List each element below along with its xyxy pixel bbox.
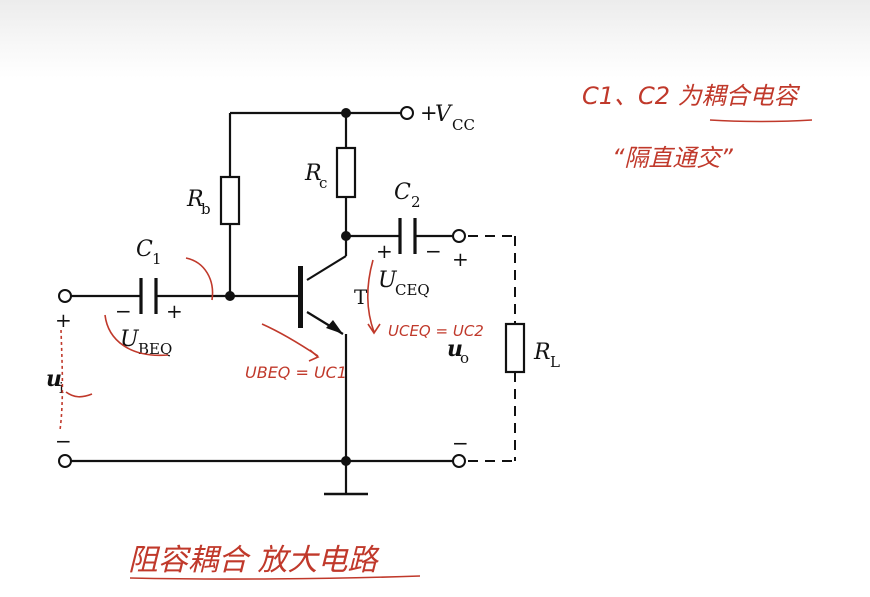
terminals bbox=[58, 106, 466, 468]
c2-minus-sign: − bbox=[425, 239, 442, 263]
transistor-label: T bbox=[354, 285, 368, 309]
c2-plus-sign: + bbox=[376, 239, 393, 263]
rb-subscript: b bbox=[201, 200, 211, 218]
c1-minus-sign: − bbox=[115, 299, 132, 323]
c2-subscript: 2 bbox=[411, 193, 421, 211]
ui-label: u bbox=[46, 366, 62, 392]
c1-label: C bbox=[136, 237, 153, 262]
vcc-terminal bbox=[400, 106, 414, 120]
junction-dot bbox=[341, 456, 351, 466]
capacitor-c1 bbox=[139, 278, 158, 314]
ui-minus-sign: − bbox=[55, 429, 72, 453]
rl-label: R bbox=[533, 340, 551, 365]
output-terminal-bottom bbox=[452, 454, 466, 468]
ui-plus-sign: + bbox=[55, 308, 72, 332]
top-gradient-band bbox=[0, 0, 870, 78]
input-terminal-bottom bbox=[58, 454, 72, 468]
junction-dot bbox=[341, 231, 351, 241]
vcc-subscript: CC bbox=[452, 116, 475, 134]
capacitor-c2 bbox=[398, 218, 417, 254]
load-dashed-wires bbox=[468, 235, 516, 462]
ubeq-equals-uc1-note: UBEQ = UC1 bbox=[245, 363, 347, 382]
resistor-rc bbox=[335, 146, 357, 199]
ui-subscript: i bbox=[59, 379, 64, 397]
resistor-rb bbox=[219, 175, 241, 226]
uo-label: u bbox=[447, 336, 463, 362]
junction-dots bbox=[225, 108, 351, 466]
uo-plus-sign: + bbox=[452, 247, 469, 271]
emitter-arrow-icon bbox=[326, 320, 343, 334]
circuit-title-note: 阻容耦合 放大电路 bbox=[128, 543, 381, 578]
junction-dot bbox=[341, 108, 351, 118]
rb-label: R bbox=[186, 187, 204, 212]
junction-dot bbox=[225, 291, 235, 301]
ubeq-subscript: BEQ bbox=[138, 340, 172, 358]
vcc-plus-sign: + bbox=[420, 101, 438, 125]
resistor-rl bbox=[504, 322, 526, 374]
block-dc-pass-ac-note: “隔直通交” bbox=[612, 144, 733, 172]
handwritten-marks bbox=[59, 119, 813, 580]
rc-label: R bbox=[304, 161, 322, 186]
input-terminal-top bbox=[58, 289, 72, 303]
rl-subscript: L bbox=[550, 353, 560, 371]
c1-subscript: 1 bbox=[152, 250, 162, 268]
c1-plus-sign: + bbox=[166, 299, 183, 323]
ubeq-label: U bbox=[120, 327, 140, 352]
uo-subscript: o bbox=[460, 349, 469, 367]
output-terminal-top bbox=[452, 229, 466, 243]
uceq-label: U bbox=[378, 268, 398, 293]
uceq-equals-uc2-note: UCEQ = UC2 bbox=[388, 322, 484, 340]
transistor-base-bar bbox=[298, 266, 303, 328]
vcc-label: V bbox=[435, 102, 453, 127]
rc-subscript: c bbox=[319, 174, 327, 192]
coupling-capacitor-note: C1、C2 为耦合电容 bbox=[582, 82, 801, 110]
uo-minus-sign: − bbox=[452, 431, 469, 455]
c2-label: C bbox=[394, 180, 411, 205]
uceq-subscript: CEQ bbox=[395, 281, 430, 299]
